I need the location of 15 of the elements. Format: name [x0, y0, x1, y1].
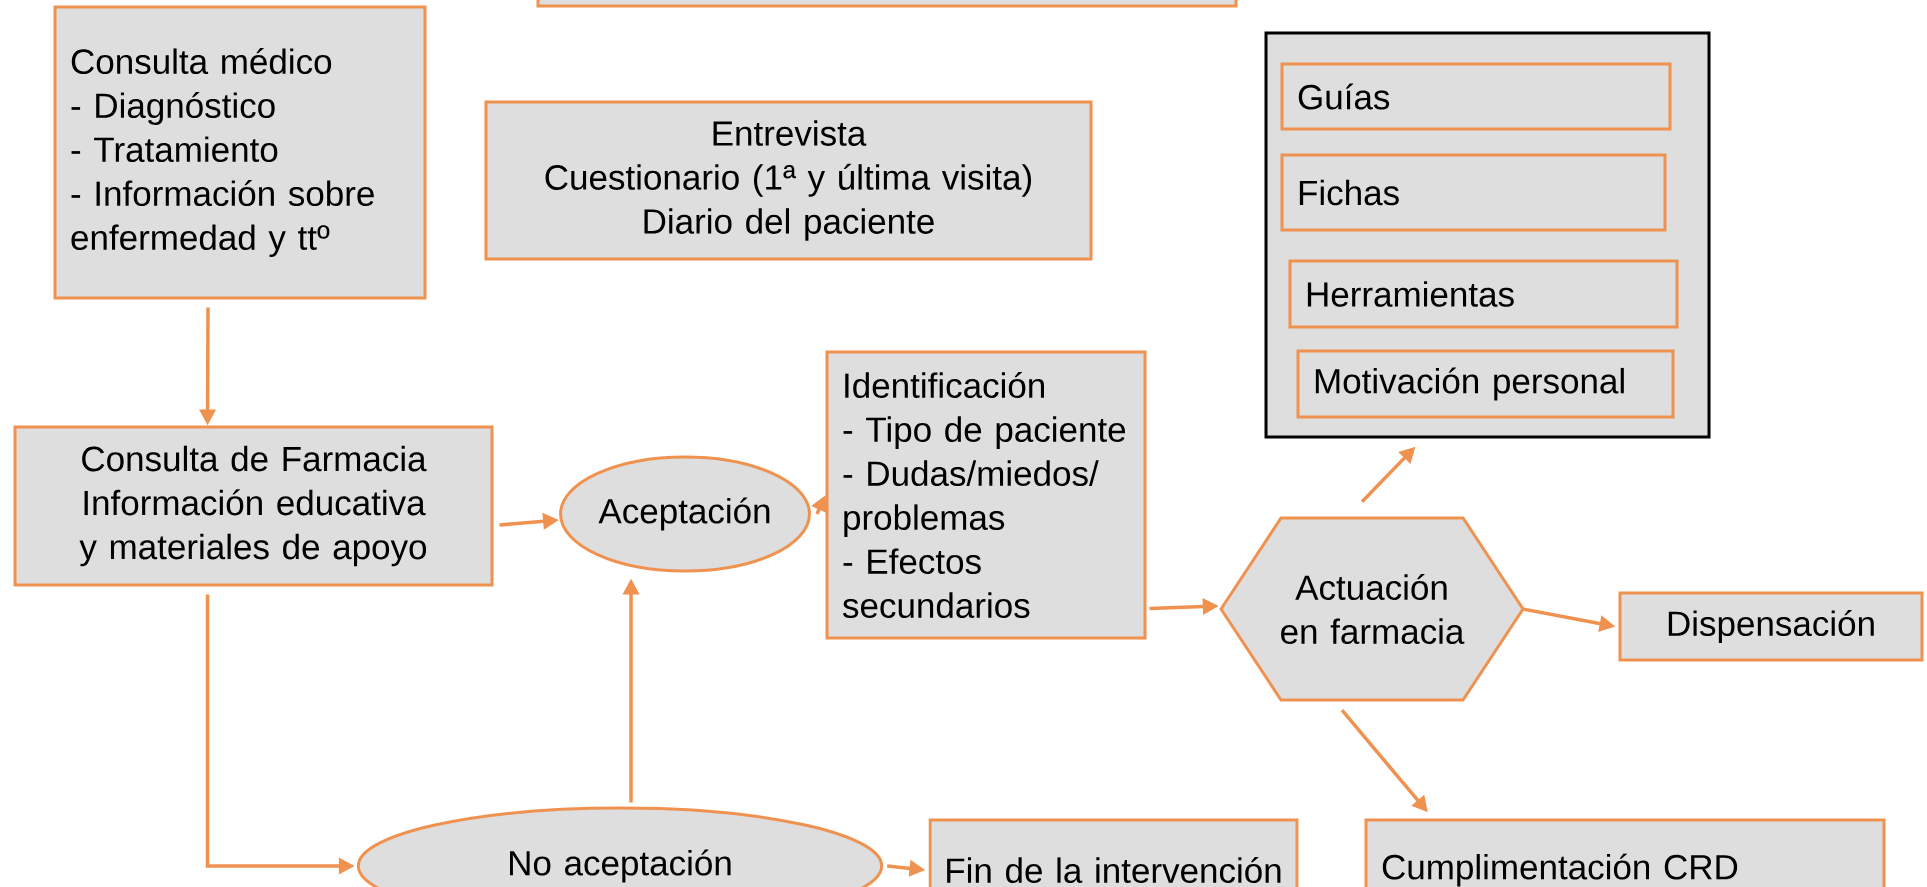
decision-oval: Aceptación: [559, 455, 811, 573]
terminal-oval: No aceptación: [356, 806, 884, 887]
process-box: [536, 0, 1238, 8]
process-box: Consulta médico - Diagnóstico - Tratamiento - Información sobre enfermedad y ttº: [53, 5, 427, 300]
process-box: Dispensación: [1618, 591, 1924, 662]
process-box: Consulta de Farmacia Información educativa y materiales de apoyo: [13, 425, 494, 587]
process-box: Entrevista Cuestionario (1ª y última visita) Diario del paciente: [484, 100, 1093, 261]
item-box: Fichas: [1280, 153, 1667, 232]
item-box: Herramientas: [1288, 259, 1679, 329]
process-box: Fin de la intervención: [928, 818, 1299, 887]
process-box: Identificación - Tipo de paciente - Dudas/miedos/ problemas - Efectos secundarios: [825, 350, 1147, 640]
item-box: Motivación personal: [1296, 349, 1675, 419]
decision-hexagon: Actuación en farmacia: [1219, 516, 1525, 702]
item-box: Guías: [1280, 62, 1672, 131]
process-box: Cumplimentación CRD: [1364, 818, 1886, 887]
